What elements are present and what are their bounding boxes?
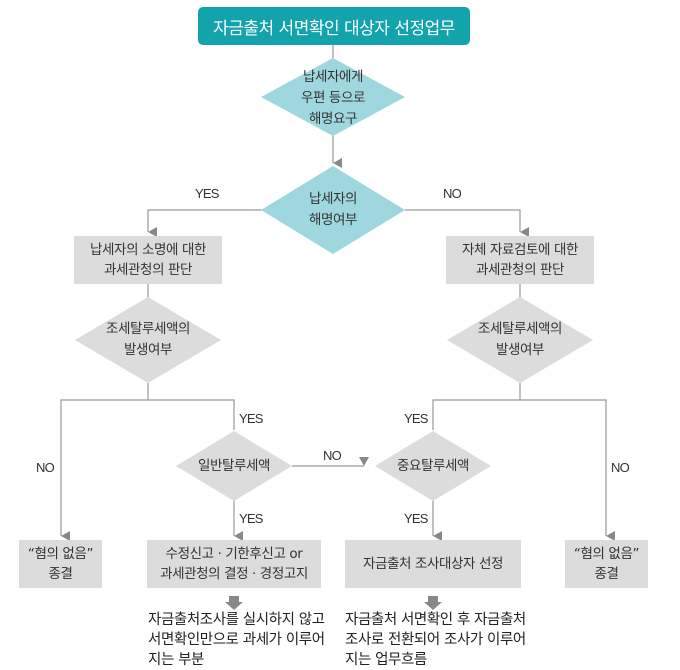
connector-left-yes [148,399,235,430]
label-left-no: NO [36,460,55,475]
connector-no-right [405,209,529,237]
decision-left-tax-check [75,297,221,383]
label-major-yes: YES [404,511,428,526]
decision-major-evasion [375,431,491,501]
label-general-yes: YES [239,511,263,526]
response-check-text: 납세자의 해명여부 [308,191,358,228]
label-left-yes: YES [239,411,263,426]
right-tax-check-text: 조세탈루세액의 발생여부 [477,321,563,358]
general-evasion-text: 일반탈루세액 [197,457,271,474]
thick-down-arrow-icon [225,596,243,610]
right-outcome-note: 자금출처 서면확인 후 자금출처 조사로 전환되어 조사가 이루어 지는 업무흐… [345,612,526,668]
flowchart-title: 자금출처 서면확인 대상자 선정업무 [198,7,470,45]
connector-right-no [520,399,615,541]
right-close-box: “혐의 없음” 종결 [565,540,648,588]
left-close-box: “혐의 없음” 종결 [19,540,102,588]
amend-box: 수정신고 · 기한후신고 or 과세관청의 결정 · 경정고지 [147,540,321,588]
label-right-yes: YES [404,411,428,426]
thick-down-arrow-icon [424,596,442,610]
select-target-box: 자금출처 조사대상자 선정 [345,540,521,588]
decision-general-evasion [176,431,292,501]
right-judgment-box: 자체 자료검토에 대한 과세관청의 판단 [446,236,594,284]
connector-left-branch [60,383,149,541]
connector-right-branch [432,383,521,430]
label-general-no: NO [323,448,342,463]
decision-response-check [261,166,405,254]
major-evasion-text: 중요탈루세액 [396,457,470,474]
decision-request [261,58,405,136]
label-yes-left: YES [195,186,219,201]
decision-right-tax-check [447,297,593,383]
left-judgment-box: 납세자의 소명에 대한 과세관청의 판단 [74,236,222,284]
connector-yes-left [147,209,262,237]
left-tax-check-text: 조세탈루세액의 발생여부 [105,321,191,358]
label-no-right: NO [443,186,462,201]
label-right-no: NO [611,460,630,475]
left-outcome-note: 자금출처조사를 실시하지 않고 서면확인만으로 과세가 이루어 지는 부분 [148,612,325,668]
request-text: 납세자에게 우편 등으로 해명요구 [301,68,365,127]
